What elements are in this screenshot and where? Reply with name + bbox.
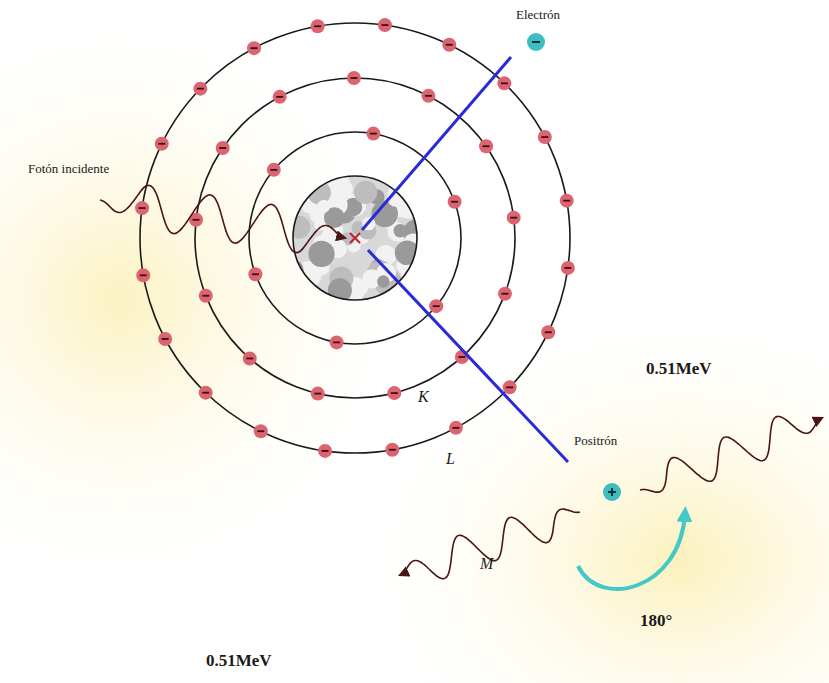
shell-electron xyxy=(311,19,325,33)
shell-electron xyxy=(311,387,325,401)
particle-label: Electrón xyxy=(516,8,560,22)
shell-electron xyxy=(429,299,443,313)
angle-arrow xyxy=(578,514,685,589)
nucleon xyxy=(393,224,406,237)
shell-electron xyxy=(421,89,435,103)
shell-electron xyxy=(560,194,574,208)
shell-electrons xyxy=(135,18,575,458)
shell-electron xyxy=(387,386,401,400)
glow xyxy=(350,300,829,683)
photon-wave xyxy=(100,185,345,252)
shell-electron xyxy=(541,325,555,339)
shell-electron xyxy=(366,127,380,141)
nucleon xyxy=(355,281,369,295)
electron-track xyxy=(362,57,511,230)
shell-k xyxy=(249,132,461,344)
interaction-point xyxy=(350,233,360,243)
shell-electron xyxy=(193,82,207,96)
shell-electron xyxy=(267,163,281,177)
shell-electron xyxy=(538,130,552,144)
shell-electron xyxy=(442,38,456,52)
shell-electron xyxy=(448,195,462,209)
nucleon xyxy=(291,180,303,192)
shell-electron xyxy=(273,90,287,104)
nucleon xyxy=(302,165,324,187)
shell-electron xyxy=(455,350,469,364)
shell-electron xyxy=(479,139,493,153)
nucleon xyxy=(377,275,389,287)
shell-electron xyxy=(318,444,332,458)
photons xyxy=(100,185,822,578)
photon-wave xyxy=(400,509,580,579)
shell-label: L xyxy=(446,450,455,468)
shell-electron xyxy=(561,261,575,275)
nucleon xyxy=(307,181,331,205)
nucleon xyxy=(284,260,303,279)
electron-shells xyxy=(140,23,570,453)
nucleon xyxy=(286,285,306,305)
shell-electron xyxy=(199,386,213,400)
shell-electron xyxy=(135,201,149,215)
shell-electron xyxy=(216,141,230,155)
energy-label: 0.51MeV xyxy=(206,652,272,671)
nucleon xyxy=(354,181,377,204)
shell-electron xyxy=(378,18,392,32)
free-electron xyxy=(527,33,545,51)
shell-electron xyxy=(503,380,517,394)
shell-electron xyxy=(155,137,169,151)
photon-label: Fotón incidente xyxy=(28,162,109,176)
shell-electron xyxy=(347,71,361,85)
nucleon xyxy=(317,200,330,213)
photon-wave xyxy=(640,416,822,492)
shell-electron xyxy=(158,332,172,346)
angle-label: 180° xyxy=(640,612,672,631)
positron xyxy=(603,483,621,501)
shell-electron xyxy=(498,287,512,301)
particle-label: Positrón xyxy=(574,434,617,448)
shell-electron xyxy=(497,76,511,90)
positron-track xyxy=(368,250,568,462)
shell-electron xyxy=(330,335,344,349)
shell-electron xyxy=(243,351,257,365)
nucleon xyxy=(284,172,308,196)
shell-electron xyxy=(199,289,213,303)
shell-electron xyxy=(254,424,268,438)
shell-electron xyxy=(385,443,399,457)
nucleon xyxy=(287,216,310,239)
shell-label: M xyxy=(480,555,493,573)
energy-label: 0.51MeV xyxy=(646,360,712,379)
shell-m xyxy=(140,23,570,453)
shell-label: K xyxy=(418,388,429,406)
shell-electron xyxy=(507,211,521,225)
nucleon xyxy=(308,241,334,267)
shell-electron xyxy=(248,267,262,281)
shell-electron xyxy=(247,41,261,55)
nucleus-texture xyxy=(284,165,428,310)
shell-electron xyxy=(136,268,150,282)
shell-electron xyxy=(449,421,463,435)
